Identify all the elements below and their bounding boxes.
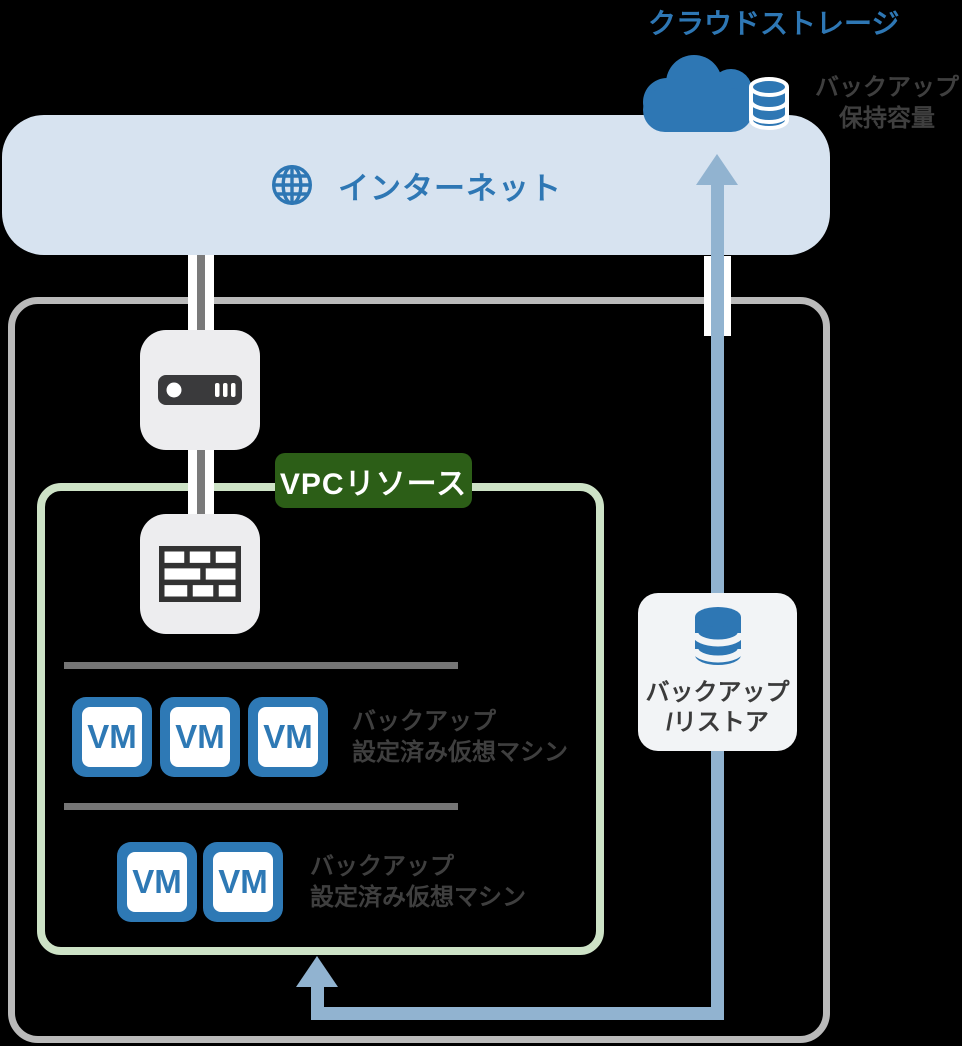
firewall-box xyxy=(140,514,260,634)
caption-line: 設定済み仮想マシン xyxy=(352,739,568,766)
divider xyxy=(64,803,458,810)
link-core-line xyxy=(197,255,205,331)
internet-to-router-link xyxy=(188,255,214,331)
backup-flow-line xyxy=(711,750,724,1020)
caption-line: 設定済み仮想マシン xyxy=(310,884,526,911)
backup-flow-line xyxy=(711,184,724,604)
vm-label: VM xyxy=(213,852,273,912)
internet-label: インターネット xyxy=(338,170,562,206)
capacity-line: 保持容量 xyxy=(839,105,935,132)
backup-restore-box: バックアップ /リストア xyxy=(638,593,797,751)
vm-box: VM xyxy=(117,842,197,922)
backup-capacity-label: バックアップ 保持容量 xyxy=(811,72,962,134)
vpc-badge-label: VPCリソース xyxy=(279,467,468,501)
backup-restore-label: バックアップ /リストア xyxy=(646,678,790,738)
divider xyxy=(64,662,458,669)
backup-restore-line: /リストア xyxy=(666,709,769,736)
restore-arrow xyxy=(296,956,338,987)
globe-icon xyxy=(272,165,312,205)
vm-box: VM xyxy=(72,697,152,777)
router-to-firewall-link xyxy=(188,449,214,515)
vm-box: VM xyxy=(203,842,283,922)
database-icon xyxy=(691,607,744,665)
vm-label: VM xyxy=(258,707,318,767)
firewall-brick-icon xyxy=(159,546,241,602)
restore-flow-line xyxy=(311,987,324,1012)
vm-label: VM xyxy=(170,707,230,767)
router-icon xyxy=(158,375,242,405)
link-core-line xyxy=(197,449,205,515)
restore-flow-line xyxy=(311,1007,724,1020)
internet-bar: インターネット xyxy=(2,115,830,255)
cloud-database-icon xyxy=(749,77,789,130)
cloud-storage-title: クラウドストレージ xyxy=(648,8,900,39)
backup-restore-line: バックアップ xyxy=(645,679,790,706)
caption-line: バックアップ xyxy=(352,708,496,735)
vpc-badge: VPCリソース xyxy=(275,453,472,508)
cloud-icon xyxy=(643,55,789,132)
vm-box: VM xyxy=(160,697,240,777)
capacity-line: バックアップ xyxy=(815,74,959,101)
vm-group-caption: バックアップ 設定済み仮想マシン xyxy=(310,851,526,913)
up-arrow xyxy=(696,154,738,185)
caption-line: バックアップ xyxy=(310,853,454,880)
vm-label: VM xyxy=(127,852,187,912)
router-box xyxy=(140,330,260,450)
vm-box: VM xyxy=(248,697,328,777)
vm-label: VM xyxy=(82,707,142,767)
network-boundary-frame xyxy=(8,297,830,1043)
vm-group-caption: バックアップ 設定済み仮想マシン xyxy=(352,706,568,768)
